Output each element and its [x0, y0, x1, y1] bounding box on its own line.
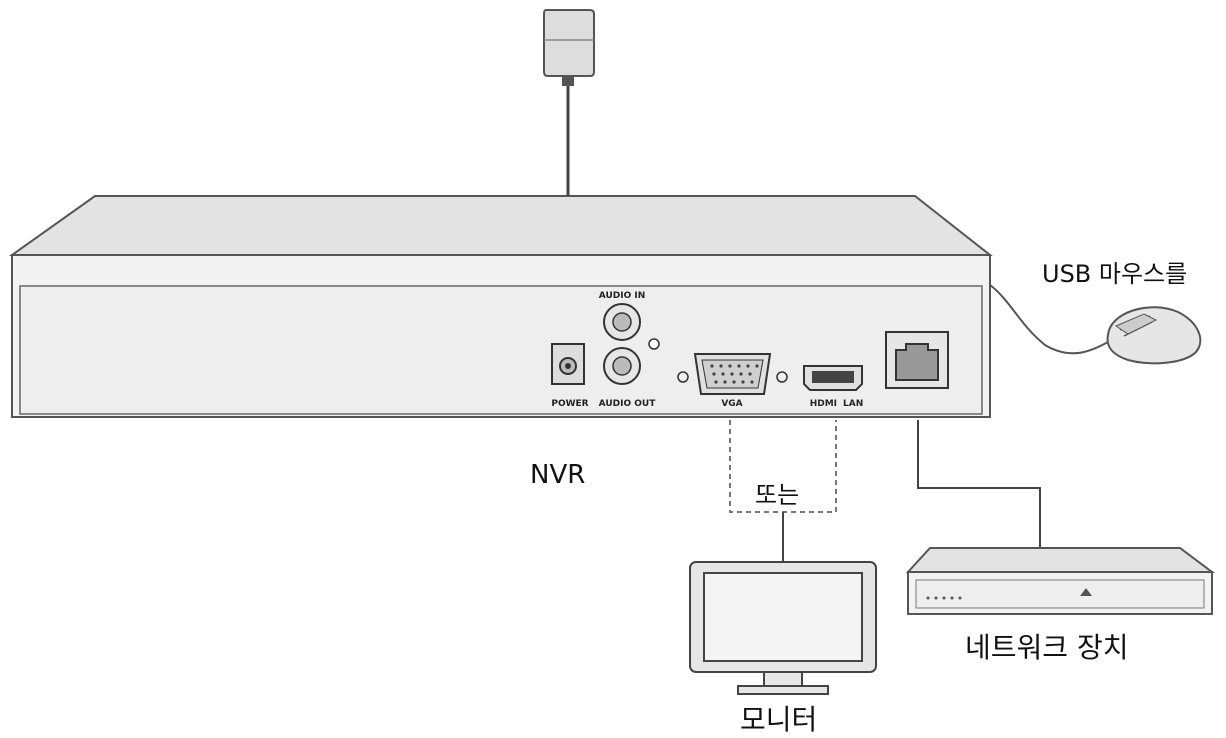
- mouse-cable: [989, 284, 1109, 355]
- usb-mouse-label: USB 마우스를: [1042, 260, 1188, 288]
- mouse-icon: [1106, 306, 1202, 365]
- port-label-lan: LAN: [843, 399, 863, 409]
- port-label-hdmi: HDMI: [810, 399, 837, 409]
- hdmi-port: [803, 365, 863, 391]
- vga-port: [677, 353, 788, 395]
- indicator-led: [648, 338, 660, 350]
- port-label-audio-in: AUDIO IN: [599, 291, 645, 301]
- lan-cable: [917, 420, 1041, 548]
- nvr-label: NVR: [530, 460, 586, 490]
- nvr-top-face: [8, 195, 993, 256]
- nvr-device: [8, 195, 993, 418]
- network-device-icon: [905, 547, 1215, 615]
- monitor-label: 모니터: [740, 703, 818, 736]
- monitor-icon: [689, 561, 877, 695]
- audio-in-port: [603, 303, 641, 341]
- network-device-label: 네트워크 장치: [965, 631, 1129, 664]
- power-port: [551, 343, 585, 385]
- or-label: 또는: [753, 475, 802, 510]
- power-adapter: [543, 9, 595, 86]
- port-label-vga: VGA: [721, 399, 742, 409]
- audio-out-port: [603, 347, 641, 385]
- port-label-power: POWER: [551, 399, 588, 409]
- lan-port: [885, 331, 949, 389]
- port-label-audio-out: AUDIO OUT: [599, 399, 657, 409]
